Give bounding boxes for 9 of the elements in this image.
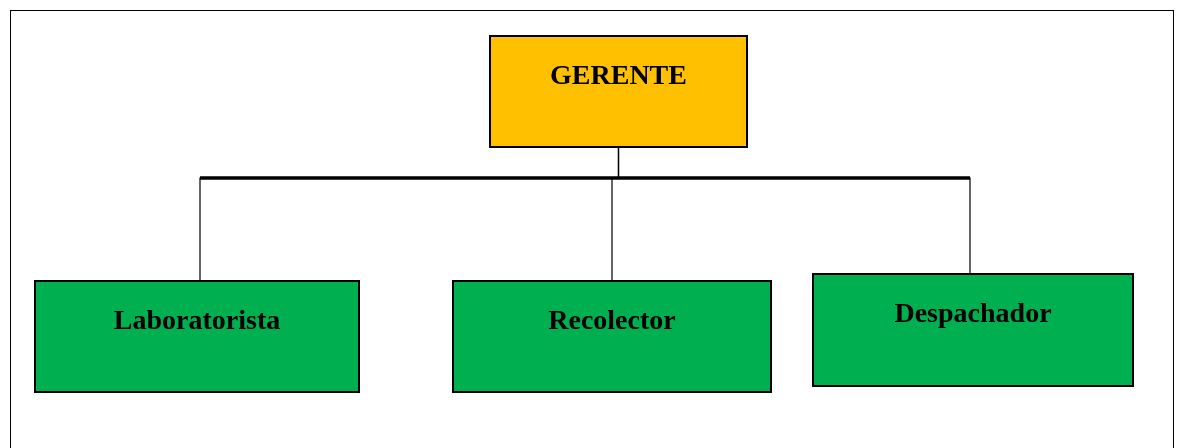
- role-title: Laboratorista: [113, 304, 281, 336]
- role-title: GERENTE: [550, 59, 687, 91]
- org-box: [812, 273, 1134, 387]
- org-box: [34, 280, 360, 393]
- org-box: [452, 280, 772, 393]
- role-title: Recolector: [548, 304, 676, 336]
- connector-line: [617, 147, 971, 274]
- org-box: [489, 35, 748, 148]
- role-title: Despachador: [894, 297, 1052, 329]
